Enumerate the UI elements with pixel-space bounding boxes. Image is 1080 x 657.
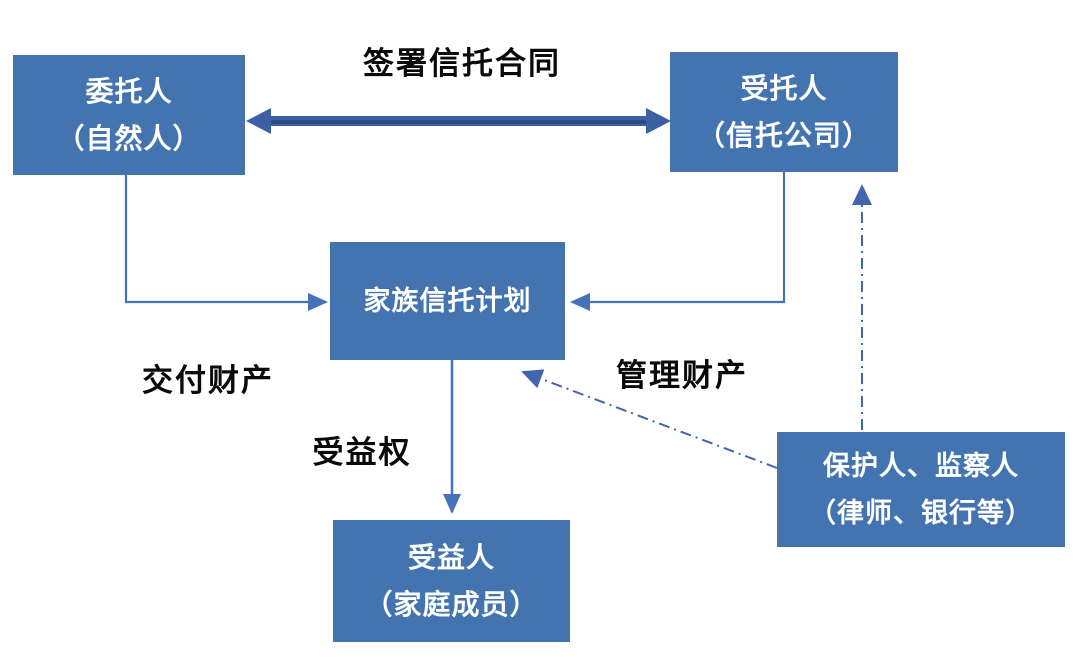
arrowhead-left-icon (246, 108, 271, 134)
edge-deliver-property-arrow (124, 175, 328, 311)
node-trustee-subtitle: （信托公司） (696, 120, 871, 151)
node-beneficiary-title: 受益人 (407, 542, 495, 573)
edge-manage-property-arrow (570, 172, 786, 311)
node-settlor-title: 委托人 (85, 76, 173, 107)
node-protector-subtitle: （律师、银行等） (809, 497, 1033, 528)
node-beneficiary-subtitle: （家庭成员） (364, 589, 539, 620)
node-trustee: 受托人 （信托公司） (670, 52, 898, 172)
edge-sign-contract-double-arrow (246, 108, 671, 134)
node-trust-plan-title: 家族信托计划 (363, 285, 532, 316)
label-benefit-right: 受益权 (312, 435, 412, 470)
node-trustee-title: 受托人 (740, 73, 828, 104)
label-deliver-property: 交付财产 (142, 363, 274, 398)
node-beneficiary: 受益人 （家庭成员） (333, 520, 570, 642)
node-settlor-subtitle: （自然人） (56, 123, 202, 154)
arrowhead-right-icon (646, 108, 671, 134)
node-protector: 保护人、监察人 （律师、银行等） (777, 432, 1065, 547)
node-trust-plan: 家族信托计划 (330, 242, 565, 360)
node-settlor: 委托人 （自然人） (13, 55, 245, 175)
label-manage-property: 管理财产 (616, 358, 748, 393)
node-protector-title: 保护人、监察人 (823, 450, 1019, 481)
label-sign-contract: 签署信托合同 (363, 46, 561, 81)
